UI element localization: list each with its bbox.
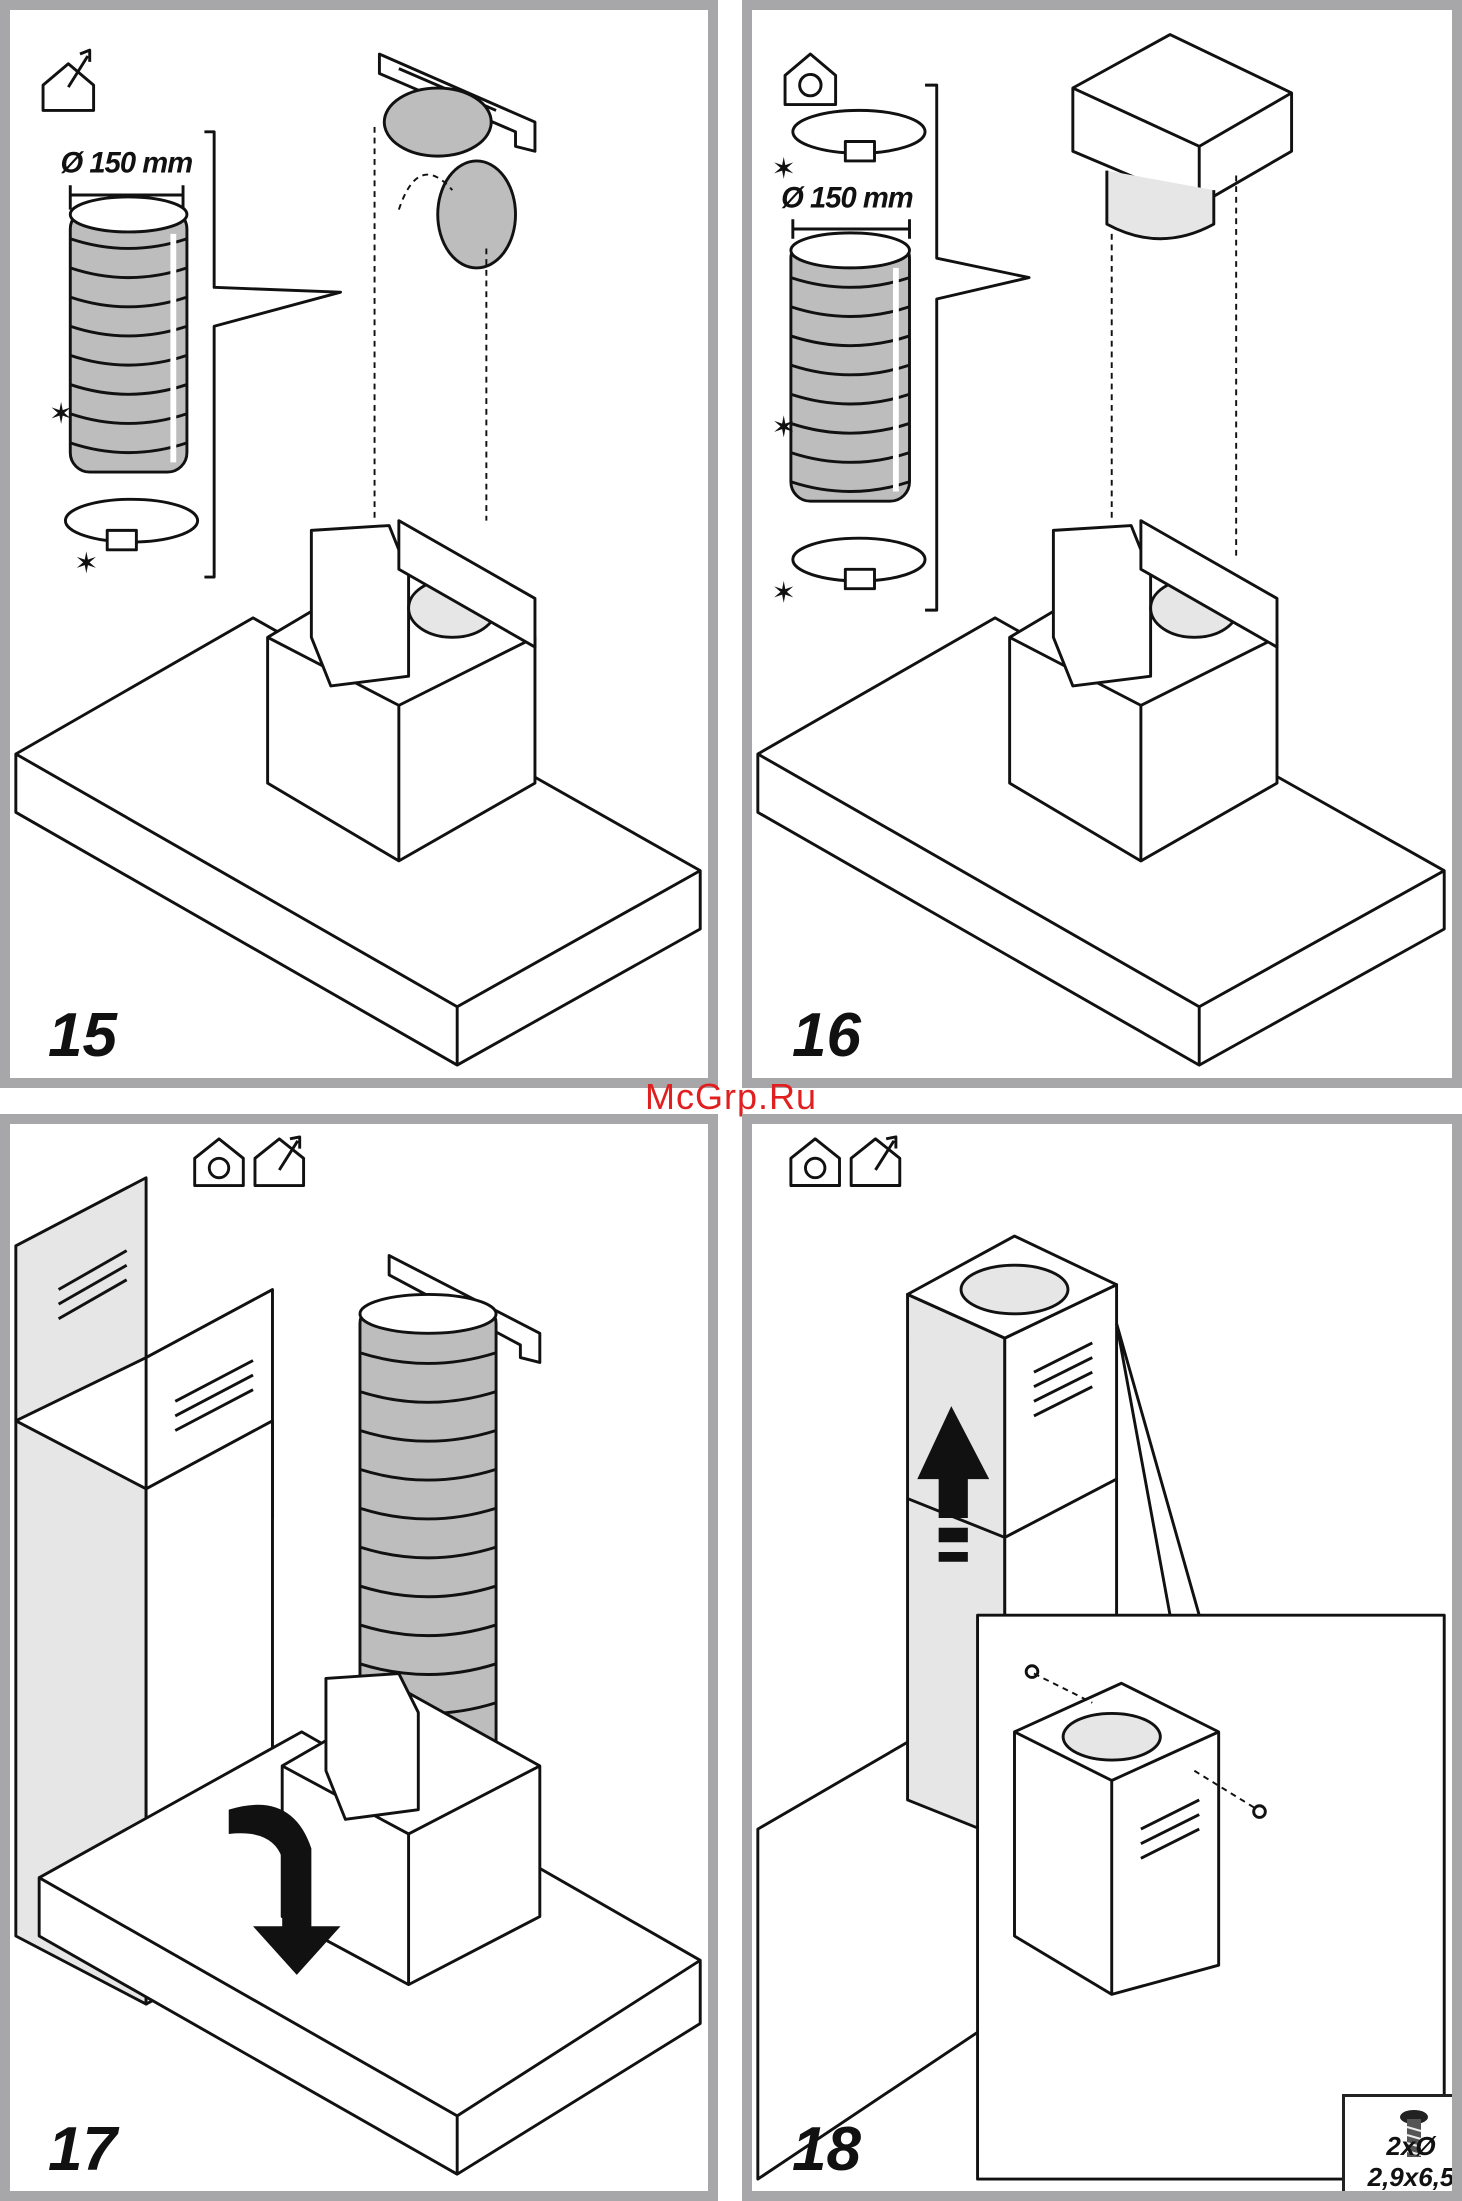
house-exhaust-icon bbox=[43, 50, 94, 110]
flexible-duct bbox=[70, 197, 187, 472]
house-recirculation-icon bbox=[785, 54, 836, 105]
step-number: 15 bbox=[48, 1005, 117, 1067]
hood-assembly bbox=[16, 521, 700, 1065]
hood-assembly bbox=[758, 521, 1444, 1065]
house-recirculation-icon bbox=[791, 1139, 840, 1186]
panel-step-18: 2xØ 2,9x6,5 18 bbox=[742, 1114, 1462, 2201]
step-16-illustration: ✶ Ø 150 mm ✶ ✶ bbox=[752, 10, 1452, 1078]
step-number: 17 bbox=[48, 2119, 117, 2181]
hose-clamp-bottom bbox=[793, 538, 925, 589]
flexible-duct bbox=[791, 233, 910, 501]
panel-step-17: 17 bbox=[0, 1114, 718, 2201]
step-15-illustration: Ø 150 mm ✶ ✶ bbox=[10, 10, 708, 1078]
step-number: 18 bbox=[792, 2119, 861, 2181]
screw-spec-label: 2xØ 2,9x6,5 bbox=[1345, 2131, 1462, 2193]
asterisk-clamp: ✶ bbox=[74, 546, 98, 580]
house-exhaust-icon bbox=[851, 1137, 900, 1186]
watermark: McGrp.Ru bbox=[0, 1076, 1462, 1118]
outlet-ellipse-top bbox=[384, 88, 491, 156]
screw-spec-box: 2xØ 2,9x6,5 bbox=[1342, 2094, 1462, 2201]
hose-clamp bbox=[65, 499, 197, 550]
air-deflector bbox=[1073, 35, 1292, 239]
diameter-label: Ø 150 mm bbox=[61, 148, 193, 180]
asterisk-duct: ✶ bbox=[771, 410, 795, 444]
house-recirculation-icon bbox=[195, 1139, 244, 1186]
house-exhaust-icon bbox=[255, 1137, 304, 1186]
asterisk-clamp-top: ✶ bbox=[771, 151, 795, 185]
panel-step-15: Ø 150 mm ✶ ✶ 15 bbox=[0, 0, 718, 1088]
asterisk-clamp-bottom: ✶ bbox=[771, 575, 795, 609]
diameter-label: Ø 150 mm bbox=[781, 183, 913, 215]
detail-leader-lines bbox=[1117, 1324, 1200, 1616]
step-18-illustration bbox=[752, 1124, 1452, 2191]
asterisk-duct: ✶ bbox=[49, 396, 73, 430]
step-number: 16 bbox=[792, 1005, 861, 1067]
panel-step-16: ✶ Ø 150 mm ✶ ✶ bbox=[742, 0, 1462, 1088]
outlet-ellipse-side bbox=[438, 161, 516, 268]
hose-clamp-top bbox=[793, 110, 925, 161]
step-17-illustration bbox=[10, 1124, 708, 2191]
